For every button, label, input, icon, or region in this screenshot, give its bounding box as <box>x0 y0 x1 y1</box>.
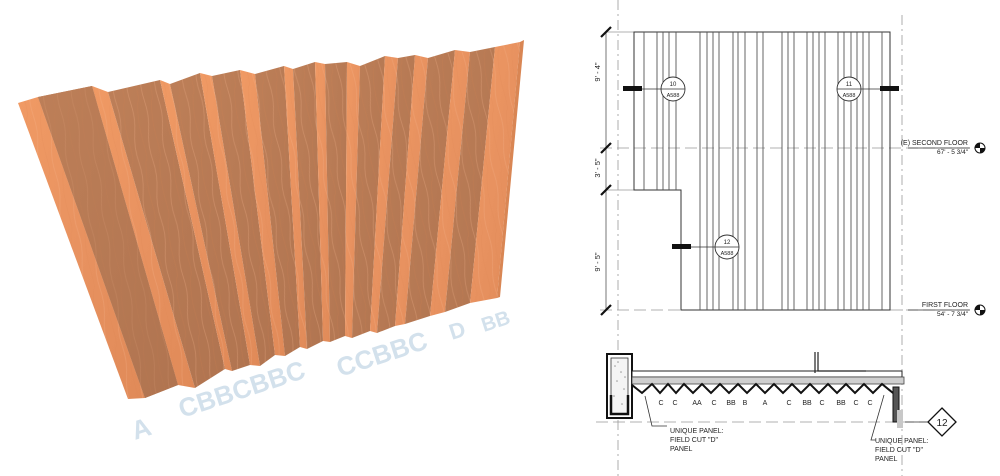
plan-panel-label: BB <box>802 400 812 407</box>
dimension-label: 9' - 4" <box>593 62 602 81</box>
svg-text:(E) SECOND FLOOR: (E) SECOND FLOOR <box>901 140 968 147</box>
plan-panel-label: C <box>853 400 858 407</box>
panel-type-label: D <box>446 316 469 345</box>
svg-text:A588: A588 <box>843 93 856 99</box>
svg-text:PANEL: PANEL <box>875 456 898 463</box>
plan-panel-label: C <box>711 400 716 407</box>
svg-text:A588: A588 <box>721 251 734 257</box>
level-marker: (E) SECOND FLOOR 67' - 5 3/4" <box>901 140 986 156</box>
plan-panel-label: BB <box>836 400 846 407</box>
plan-panel-label: BB <box>726 400 736 407</box>
plan-panel-label: C <box>867 400 872 407</box>
panel-joint-lines <box>643 32 883 310</box>
plan-panel-label: C <box>672 400 677 407</box>
level-markers: (E) SECOND FLOOR 67' - 5 3/4" FIRST FLOOR 5… <box>901 140 986 318</box>
plan-panel-label: AA <box>692 400 702 407</box>
svg-text:FIRST FLOOR: FIRST FLOOR <box>922 302 968 309</box>
svg-text:FIELD CUT "D": FIELD CUT "D" <box>875 447 924 454</box>
dimension-string: 9' - 4" 3' - 5" 9' - 5" <box>593 26 612 316</box>
annotation-note: UNIQUE PANEL: FIELD CUT "D" PANEL <box>875 438 929 463</box>
wood-panels <box>18 40 524 399</box>
svg-text:11: 11 <box>846 82 853 88</box>
svg-text:A588: A588 <box>667 93 680 99</box>
panel-elevation-outline <box>633 31 891 311</box>
svg-text:UNIQUE PANEL:: UNIQUE PANEL: <box>670 428 724 435</box>
plan-panel-label: C <box>819 400 824 407</box>
cad-elevation-drawing: 9' - 4"3' - 5"9' - 5" 10A58811A58812A588… <box>593 0 986 476</box>
plan-panel-label: A <box>763 400 768 407</box>
dimension-label: 3' - 5" <box>593 158 602 177</box>
detail-tag: 12 <box>927 407 957 437</box>
svg-text:10: 10 <box>670 82 677 88</box>
plan-panel-label: C <box>658 400 663 407</box>
plan-panel-label: B <box>743 400 748 407</box>
svg-text:FIELD CUT "D": FIELD CUT "D" <box>670 437 719 444</box>
svg-text:12: 12 <box>936 418 948 429</box>
level-marker: FIRST FLOOR 54' - 7 3/4" <box>908 302 986 318</box>
svg-text:12: 12 <box>724 240 731 246</box>
svg-text:UNIQUE PANEL:: UNIQUE PANEL: <box>875 438 929 445</box>
panel-type-label: BB <box>479 307 513 337</box>
panel-type-label: A <box>128 411 155 445</box>
dimension-label: 9' - 5" <box>593 252 602 271</box>
plan-panel-label: C <box>786 400 791 407</box>
svg-text:67' - 5 3/4": 67' - 5 3/4" <box>937 149 969 156</box>
svg-text:PANEL: PANEL <box>670 446 693 453</box>
annotation-note: UNIQUE PANEL: FIELD CUT "D" PANEL <box>670 428 724 453</box>
svg-text:54' - 7 3/4": 54' - 7 3/4" <box>937 311 969 318</box>
